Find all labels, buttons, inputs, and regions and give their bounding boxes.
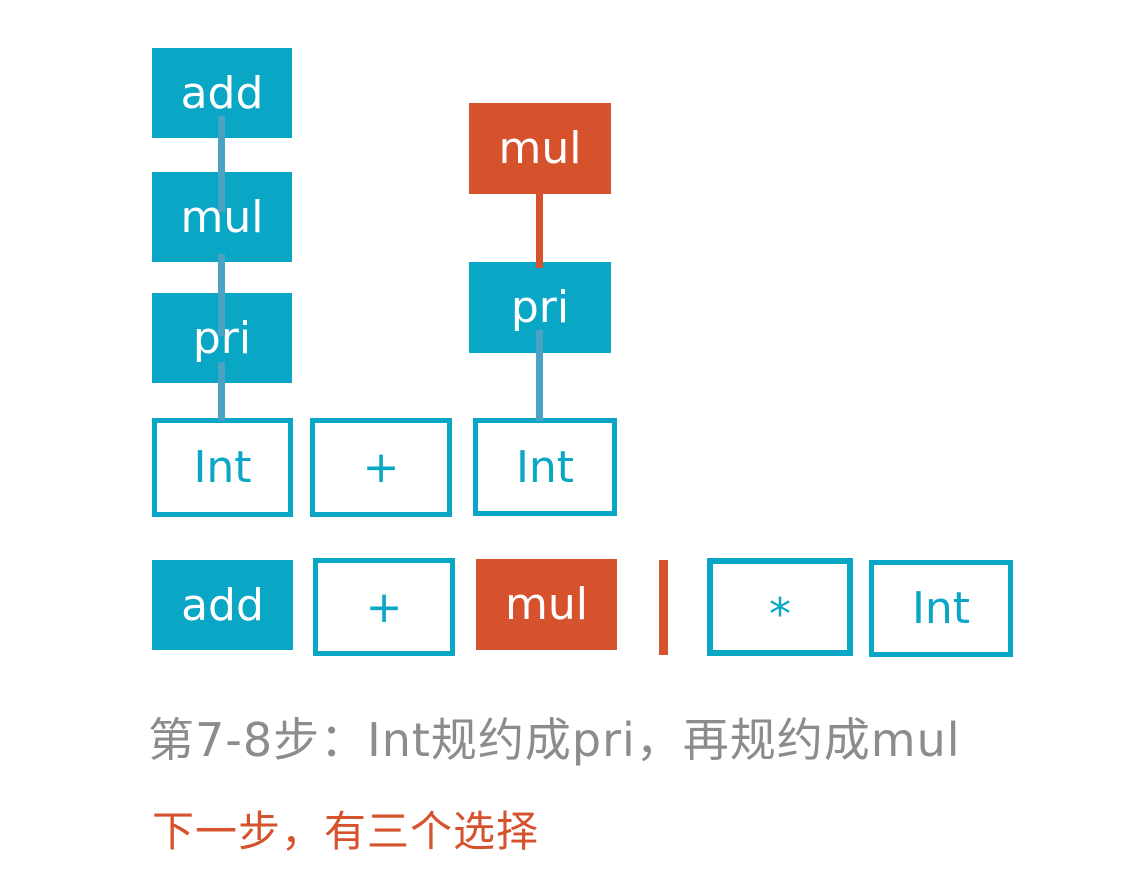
token-int-right: Int <box>473 418 617 516</box>
edge-pri-int-right <box>536 330 543 421</box>
token-int-left: Int <box>152 418 293 517</box>
edge-add-mul <box>218 116 225 212</box>
caption-step-description: 第7-8步：Int规约成pri，再规约成mul <box>148 713 961 767</box>
edge-pri-int <box>218 362 225 421</box>
token-plus: + <box>310 418 452 517</box>
stack-plus: + <box>313 558 455 656</box>
stack-int: Int <box>869 560 1013 657</box>
rule-divider-bar <box>659 560 668 655</box>
edge-mul-pri-right <box>536 180 543 268</box>
stack-add: add <box>152 560 293 650</box>
stack-mul: mul <box>476 559 617 650</box>
node-pri-right: pri <box>469 262 611 353</box>
caption-next-step: 下一步，有三个选择 <box>152 807 540 856</box>
node-mul-right: mul <box>469 103 611 194</box>
stack-star: * <box>707 558 853 656</box>
edge-mul-pri <box>218 254 225 336</box>
star-label: * <box>769 588 791 640</box>
